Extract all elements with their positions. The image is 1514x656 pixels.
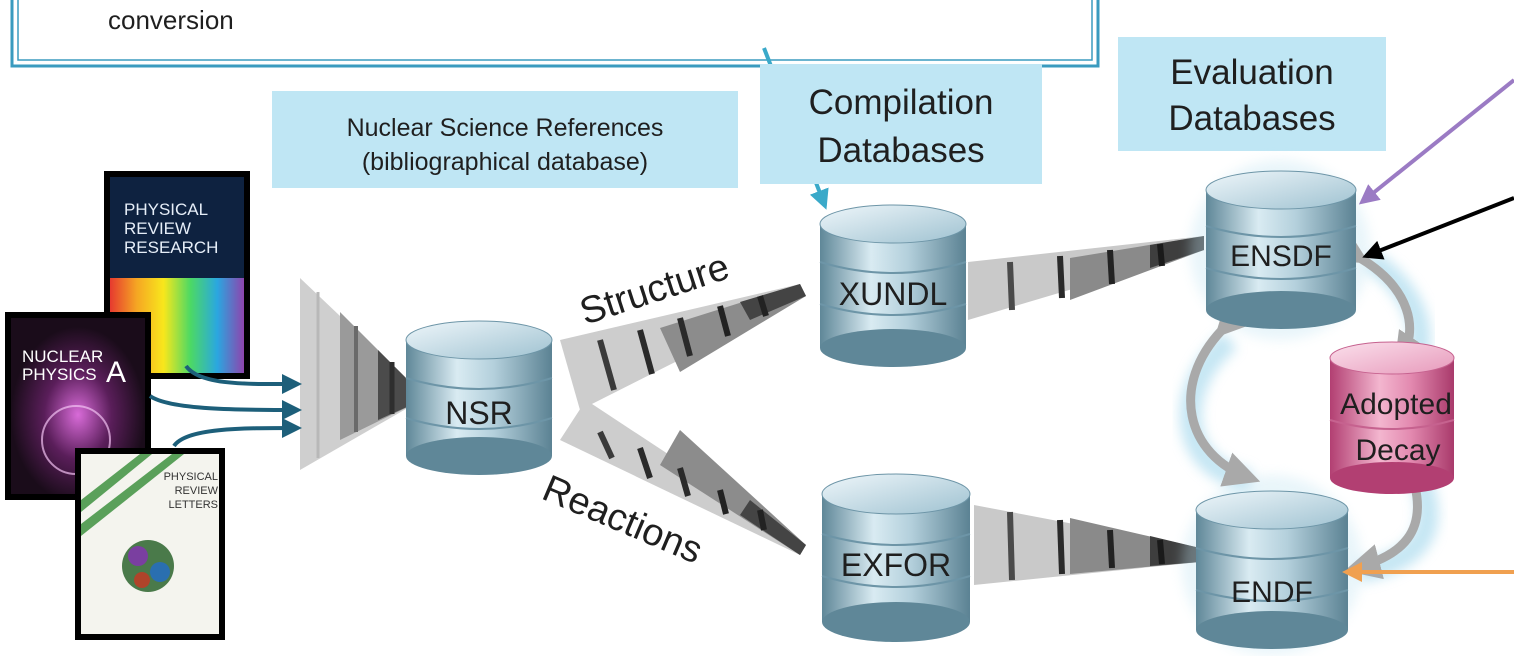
structure-funnel xyxy=(560,284,806,410)
ensdf-endf-cycle-arrow xyxy=(1186,299,1261,487)
prl-line3: LETTERS xyxy=(168,499,218,511)
black-input-arrow xyxy=(1362,196,1514,260)
adopted-label: Adopted xyxy=(1340,388,1452,421)
exfor-endf-funnel xyxy=(974,505,1200,585)
compilation-label-box: Compilation Databases xyxy=(760,64,1042,184)
prr-line2: REVIEW xyxy=(124,219,191,238)
ensdf-db-label: ENSDF xyxy=(1230,240,1332,273)
prl-line1: PHYSICAL xyxy=(164,471,218,483)
journal-arrow-3 xyxy=(172,418,302,448)
compilation-label-line1: Compilation xyxy=(809,83,994,122)
top-info-box: conversion xyxy=(10,0,1100,68)
evaluation-label-line1: Evaluation xyxy=(1170,53,1333,92)
ensdf-database-cylinder: ENSDF xyxy=(1205,170,1357,329)
endf-db-label: ENDF xyxy=(1231,576,1313,609)
evaluation-label-line2: Databases xyxy=(1168,99,1335,138)
endf-database-cylinder: ENDF xyxy=(1195,490,1349,649)
xundl-db-label: XUNDL xyxy=(839,276,947,312)
exfor-database-cylinder: EXFOR xyxy=(821,473,971,642)
journal-arrow-2 xyxy=(148,394,302,420)
adopted-endf-arrow xyxy=(1344,457,1427,580)
evaluation-label-box: Evaluation Databases xyxy=(1118,37,1386,151)
journal-arrow-1 xyxy=(184,364,302,395)
purple-input-arrow xyxy=(1358,78,1514,205)
npa-line2: PHYSICS xyxy=(22,365,97,384)
xundl-database-cylinder: XUNDL xyxy=(819,204,967,367)
exfor-db-label: EXFOR xyxy=(841,547,951,583)
npa-line1: NUCLEAR xyxy=(22,347,103,366)
journal-prl-cover: PHYSICAL REVIEW LETTERS xyxy=(75,448,225,640)
adopted-decay-cylinder: Adopted Decay xyxy=(1329,341,1455,494)
nsr-db-label: NSR xyxy=(445,395,513,431)
nsr-label-box: Nuclear Science References (bibliographi… xyxy=(272,91,738,188)
top-box-text: conversion xyxy=(108,5,234,35)
decay-label: Decay xyxy=(1355,434,1440,467)
compilation-label-line2: Databases xyxy=(817,131,984,170)
xundl-ensdf-funnel xyxy=(968,236,1204,320)
nsr-database-cylinder: NSR xyxy=(405,320,553,475)
npa-line3: A xyxy=(106,356,126,389)
prr-line1: PHYSICAL xyxy=(124,200,208,219)
prr-line3: RESEARCH xyxy=(124,238,218,257)
nsr-label-line1: Nuclear Science References xyxy=(347,114,664,142)
nsr-label-line2: (bibliographical database) xyxy=(362,148,648,176)
input-funnel xyxy=(300,278,418,470)
prl-line2: REVIEW xyxy=(175,485,219,497)
reactions-funnel xyxy=(560,400,806,555)
